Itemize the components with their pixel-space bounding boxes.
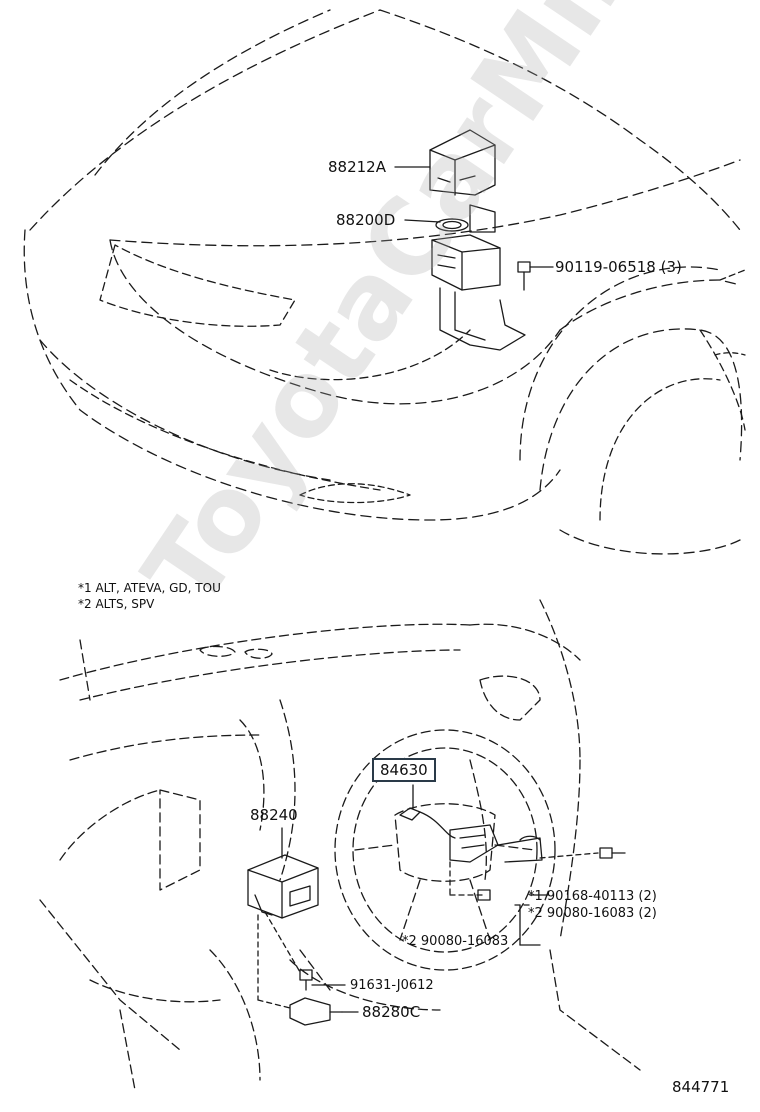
part-label-90119-06518[interactable]: 90119-06518 (3) [555,258,682,276]
instrument-panel-outline [39,599,641,1091]
leader-lines-top [394,166,554,268]
part-label-90168-40113[interactable]: *1 90168-40113 (2) [528,889,657,904]
part-label-88280C[interactable]: 88280C [362,1003,421,1021]
control-unit-88240 [247,827,319,919]
part-label-84630-highlighted[interactable]: 84630 [372,758,436,782]
service-lines [257,852,599,1009]
part-label-90080-16083-a[interactable]: *2 90080-16083 (2) [528,906,657,921]
airbag-sensor-assembly [429,129,531,351]
footnote-2: *2 ALTS, SPV [78,597,155,611]
part-label-90080-16083-b[interactable]: *2 90080-16083 [402,934,509,949]
part-label-88200D[interactable]: 88200D [336,211,396,229]
airbag-harness [399,784,543,863]
leader-lines-bottom [311,852,626,1013]
part-label-91631-J0612[interactable]: 91631-J0612 [350,978,434,993]
footnote-1: *1 ALT, ATEVA, GD, TOU [78,581,221,595]
figure-number: 844771 [672,1078,730,1096]
sensor-88280C [289,997,343,1026]
bolts-bottom [299,847,613,991]
steering-wheel [334,729,556,971]
vehicle-body-outline [23,9,746,555]
part-label-88212A[interactable]: 88212A [328,158,386,176]
part-label-88240[interactable]: 88240 [250,806,298,824]
